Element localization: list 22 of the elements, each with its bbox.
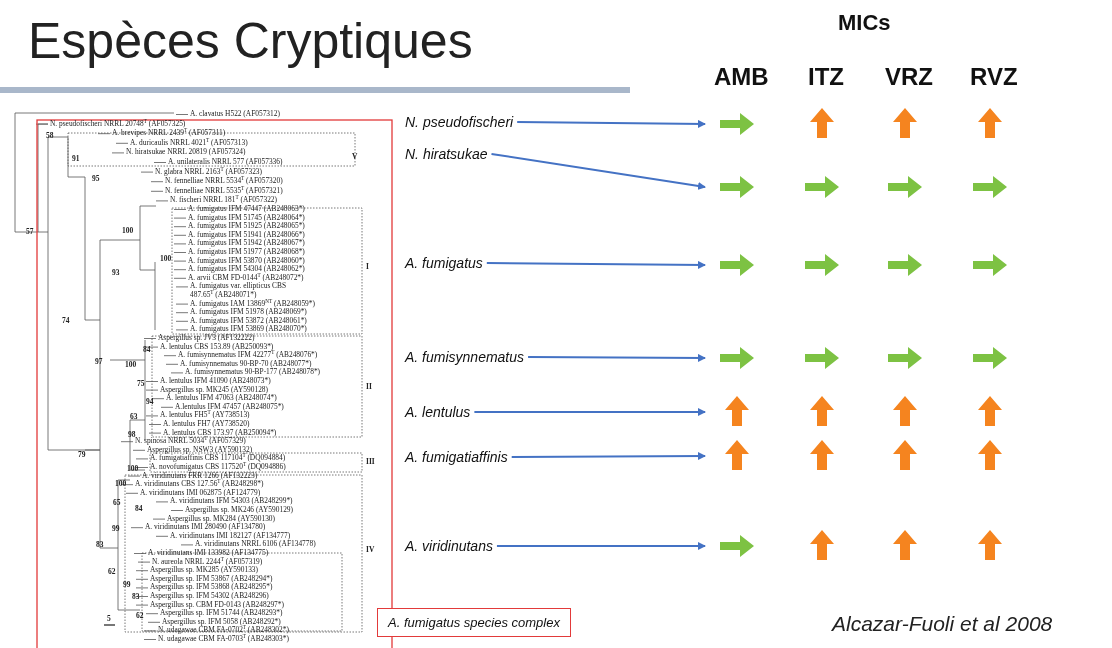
species-label: A. lentulus — [405, 404, 471, 420]
arrow — [527, 353, 706, 362]
species-label: N. pseudofischeri — [405, 114, 514, 130]
species-label: A. fumigatus — [405, 255, 483, 271]
column-header: AMB — [714, 63, 769, 91]
heading: MICs — [838, 10, 891, 36]
species-complex-box: A. fumigatus species complex — [377, 608, 571, 637]
species-label: A. fumigatiaffinis — [405, 449, 508, 465]
column-header: VRZ — [885, 63, 933, 91]
arrow — [490, 153, 706, 190]
species-label: A. viridinutans — [405, 538, 493, 554]
arrow — [516, 119, 706, 128]
species-label: A. fumisynnematus — [405, 349, 525, 365]
arrow — [485, 260, 706, 269]
arrow — [510, 452, 706, 461]
citation: Alcazar-Fuoli et al 2008 — [832, 612, 1053, 636]
column-header: RVZ — [970, 63, 1018, 91]
arrow — [473, 408, 706, 416]
arrow — [495, 542, 706, 550]
column-header: ITZ — [808, 63, 844, 91]
species-label: N. hiratsukae — [405, 146, 488, 162]
slide-title: Espèces Cryptiques — [28, 12, 473, 70]
